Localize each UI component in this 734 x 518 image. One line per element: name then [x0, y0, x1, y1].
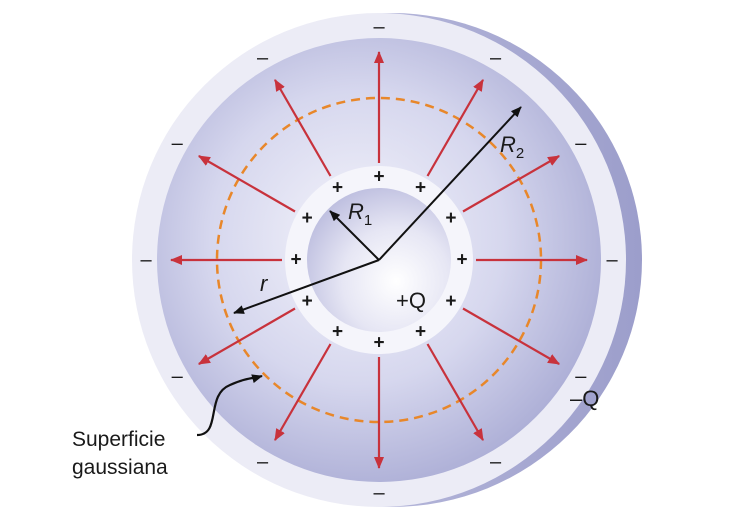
r1-label: R1: [348, 199, 372, 229]
plus-sign: +: [445, 291, 456, 312]
r2-arrow: [378, 106, 522, 261]
plus-sign: +: [456, 250, 467, 271]
plus-sign: +: [415, 321, 426, 342]
minus-sign: –: [172, 133, 184, 155]
field-arrow: [426, 79, 484, 177]
plus-sign: +: [332, 178, 343, 199]
plus-sign: +: [373, 167, 384, 188]
inner-charges: ++++++++++++: [290, 167, 467, 354]
inner-charge-label: +Q: [396, 288, 426, 313]
minus-sign: –: [490, 451, 502, 473]
r1-arrow: [329, 210, 380, 261]
r-label: r: [260, 271, 269, 296]
minus-sign: –: [490, 47, 502, 69]
field-arrow: [462, 307, 560, 365]
minus-sign: –: [575, 133, 587, 155]
minus-sign: –: [257, 47, 269, 69]
plus-sign: +: [373, 333, 384, 354]
minus-sign: –: [172, 366, 184, 388]
r-arrow: [233, 259, 380, 314]
gaussian-caption-line1: Superficie: [72, 428, 165, 451]
field-arrow: [198, 155, 296, 213]
field-arrow: [274, 343, 332, 441]
electric-field-arrows: [170, 51, 588, 469]
minus-sign: –: [373, 482, 385, 504]
outer-charges: – – – – – – – – – – – –: [140, 16, 618, 504]
gaussian-caption-line2: gaussiana: [72, 456, 168, 479]
minus-sign: –: [373, 16, 385, 38]
plus-sign: +: [302, 208, 313, 229]
minus-sign: –: [606, 249, 618, 271]
minus-sign: –: [257, 451, 269, 473]
field-arrow: [426, 343, 484, 441]
plus-sign: +: [290, 250, 301, 271]
field-arrow: [274, 79, 332, 177]
minus-sign: –: [140, 249, 152, 271]
outer-charge-label: –Q: [570, 386, 599, 411]
plus-sign: +: [445, 208, 456, 229]
r2-label: R2: [500, 132, 524, 162]
field-arrow: [198, 307, 296, 365]
minus-sign: –: [575, 366, 587, 388]
plus-sign: +: [302, 291, 313, 312]
gaussian-leader-line: [196, 374, 263, 437]
plus-sign: +: [332, 321, 343, 342]
field-arrow: [462, 155, 560, 213]
plus-sign: +: [415, 178, 426, 199]
